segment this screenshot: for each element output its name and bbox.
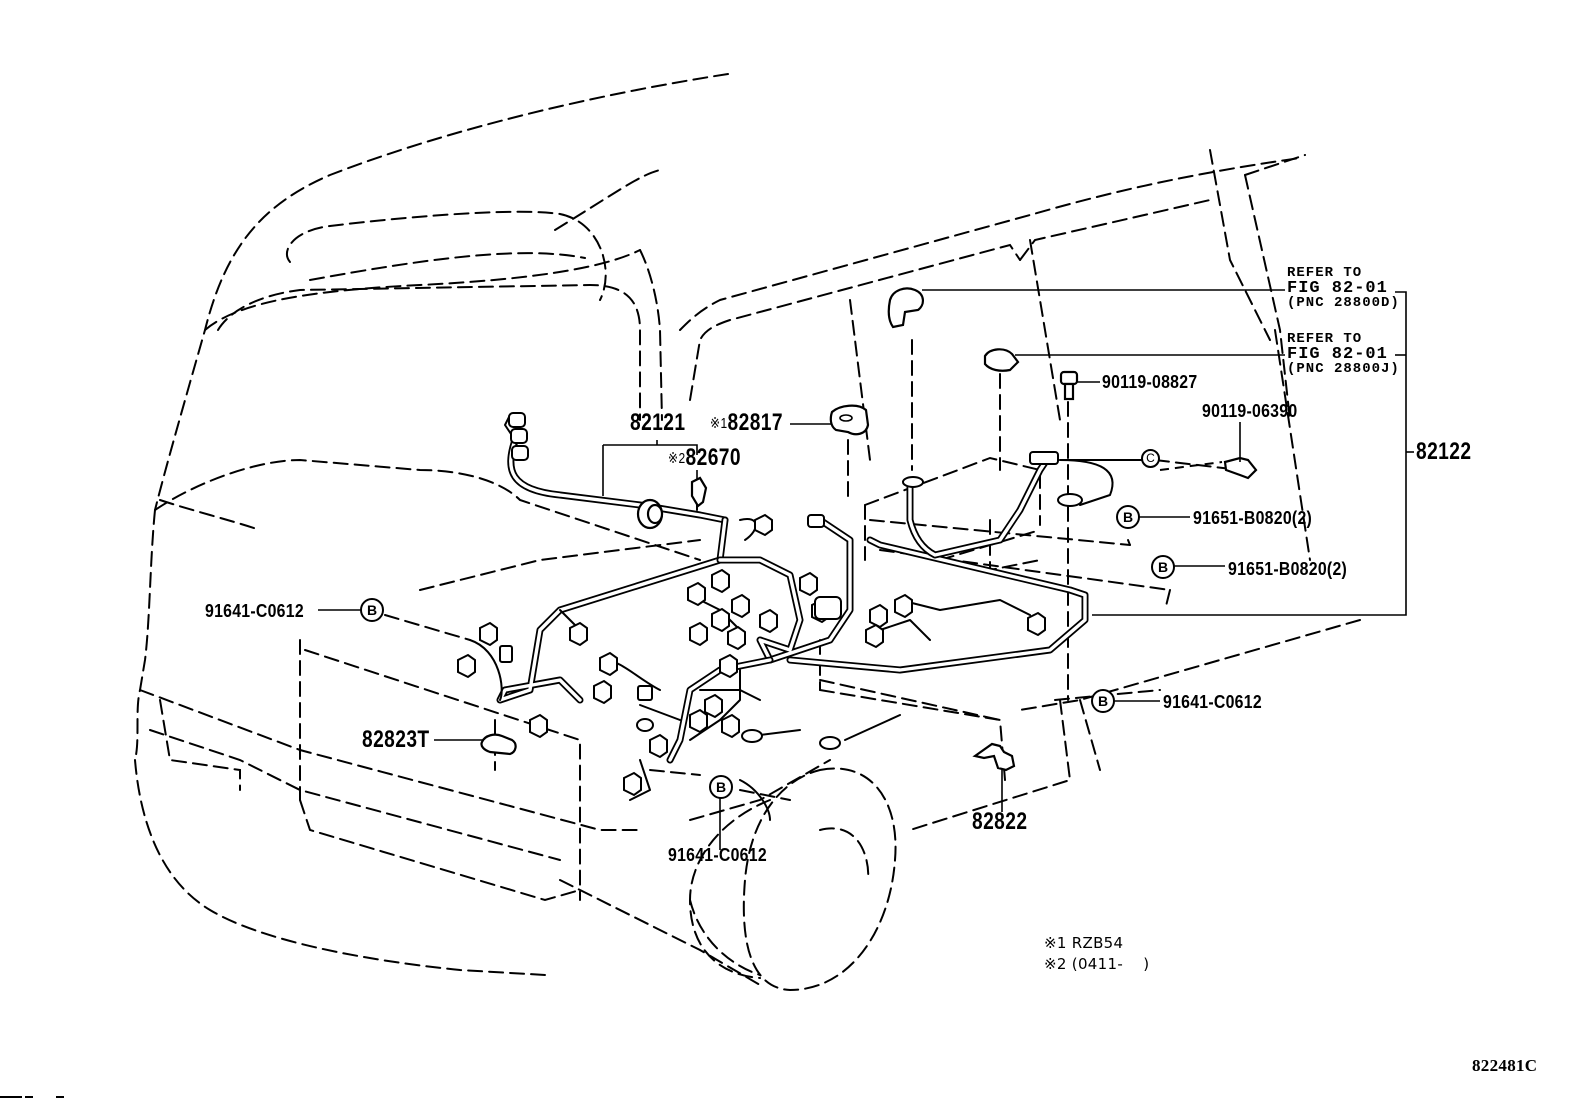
leader-lines <box>318 289 1414 850</box>
label-bolt-90119-06390: 90119-06390 <box>1202 401 1298 421</box>
note-mark-1: ※1 <box>710 415 728 432</box>
label-clamp-82823t: 82823T <box>362 726 430 753</box>
footnote-1: ※1 RZB54 <box>1044 934 1124 952</box>
footnotes: ※1 RZB54 ※2 (0411- ) <box>1044 933 1149 975</box>
protector-82817-shape <box>829 404 870 436</box>
callout-b-clip-bottom: B <box>709 775 733 799</box>
callout-b-clip-left: B <box>360 598 384 622</box>
battery-terminal-cover-lower <box>983 348 1020 372</box>
label-clip-91641-c0612-right: 91641-C0612 <box>1163 692 1262 712</box>
illustration-code: 822481C <box>1472 1056 1538 1075</box>
label-clip-91641-c0612-left: 91641-C0612 <box>205 601 304 621</box>
clamp-82670-shape <box>690 476 708 508</box>
label-harness-82122: 82122 <box>1416 438 1472 465</box>
label-clip-91651-b0820-lower: 91651-B0820(2) <box>1228 559 1348 579</box>
label-bolt-90119-08827: 90119-08827 <box>1102 372 1198 392</box>
reference-note-pnc-28800d: REFER TO FIG 82-01 (PNC 28800D) <box>1287 265 1400 311</box>
label-clip-91651-b0820-upper: 91651-B0820(2) <box>1193 508 1313 528</box>
clamp-82822-shape <box>972 742 1016 772</box>
label-harness-82121: 82121 <box>630 409 686 436</box>
clamp-82823t-shape <box>480 733 517 756</box>
callout-c: C <box>1141 449 1160 468</box>
edge-mark <box>25 1096 33 1098</box>
vehicle-body-outline <box>134 73 1361 992</box>
label-clamp-82822: 82822 <box>972 808 1028 835</box>
edge-mark <box>56 1096 64 1098</box>
footnote-2: ※2 (0411- ) <box>1044 955 1150 973</box>
harness-connectors <box>457 412 1083 797</box>
bolt-90119-08827-shape <box>1059 370 1079 401</box>
edge-mark <box>0 1096 22 1098</box>
note-mark-2: ※2 <box>668 450 686 467</box>
battery-terminal-cover-upper <box>887 287 924 329</box>
label-clamp-82670: ※282670 <box>668 444 741 471</box>
grommet <box>636 498 664 530</box>
callout-b-clip-right: B <box>1091 689 1115 713</box>
reference-note-pnc-28800j: REFER TO FIG 82-01 (PNC 28800J) <box>1287 331 1400 377</box>
label-protector-82817: ※182817 <box>710 409 783 436</box>
wiring-harness <box>469 414 1146 821</box>
label-clip-91641-c0612-bottom: 91641-C0612 <box>668 845 767 865</box>
callout-b-clip-lower: B <box>1151 555 1175 579</box>
callout-b-clip-upper: B <box>1116 505 1140 529</box>
bolt-90119-06390-shape <box>1223 456 1258 480</box>
